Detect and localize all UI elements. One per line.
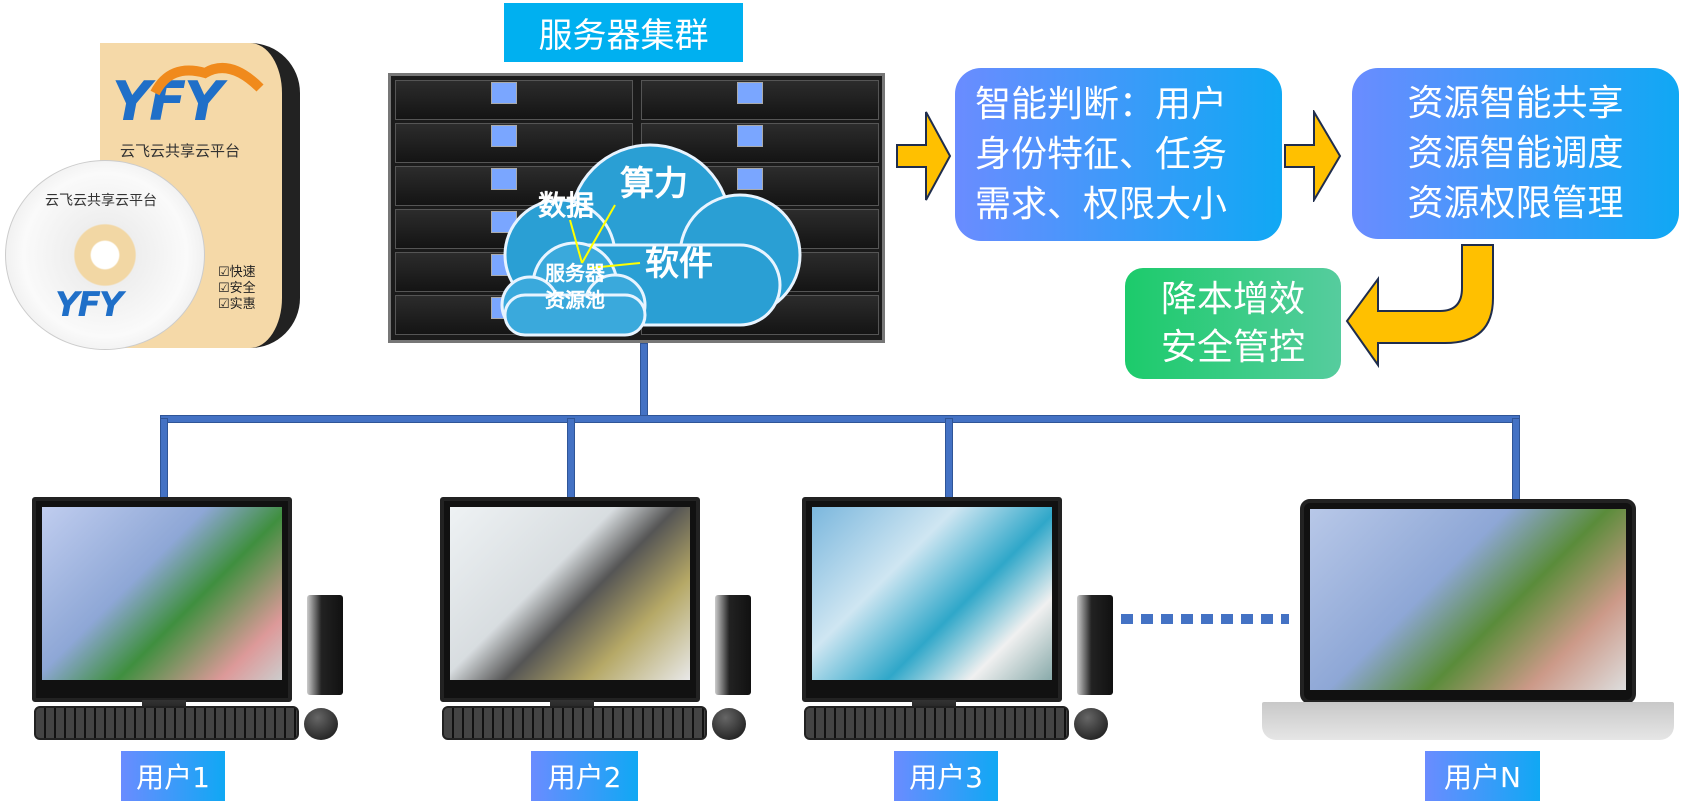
cloud-center-line1: 服务器 <box>545 261 606 285</box>
mini-pc-tower <box>715 595 751 695</box>
cloud-node-data: 数据 <box>538 189 594 222</box>
more-users-ellipsis <box>1121 614 1289 624</box>
network-drop <box>945 418 953 500</box>
network-bus <box>160 415 1520 423</box>
server-display-icon <box>737 168 763 190</box>
judgment-line: 智能判断：用户 <box>975 83 1228 125</box>
keyboard <box>804 706 1069 740</box>
user-label-3: 用户3 <box>894 751 998 801</box>
cd-disc <box>5 160 205 350</box>
mouse <box>304 708 338 740</box>
server-display-icon <box>737 125 763 147</box>
cloud-node-software: 软件 <box>645 244 713 284</box>
resource-management-box: 资源智能共享 资源智能调度 资源权限管理 <box>1352 68 1679 239</box>
server-cluster-title: 服务器集群 <box>504 3 743 62</box>
benefit-box: 降本增效 安全管控 <box>1125 268 1341 379</box>
laptop-keyboard <box>1262 702 1674 740</box>
monitor <box>32 497 292 702</box>
monitor <box>440 497 700 702</box>
disc-product-name: 云飞云共享云平台 <box>45 193 157 209</box>
cad-screen <box>1310 509 1626 690</box>
resource-line: 资源智能共享 <box>1407 82 1624 124</box>
feature-safe: ☑安全 <box>218 281 256 296</box>
network-drop <box>567 418 575 500</box>
monitor-screen <box>450 507 690 680</box>
mouse <box>712 708 746 740</box>
benefit-line: 降本增效 <box>1160 278 1305 320</box>
connection-arrows <box>569 204 641 269</box>
right-arrow-icon <box>896 111 952 201</box>
mini-pc-tower <box>1077 595 1113 695</box>
cloud-diagram: 服务器 资源池 数据 算力 软件 <box>500 143 802 337</box>
box-product-name: 云飞云共享云平台 <box>120 142 241 160</box>
network-drop <box>1512 418 1520 500</box>
right-arrow-icon <box>1284 110 1342 202</box>
feature-list: ☑快速 ☑安全 ☑实惠 <box>218 265 256 313</box>
cloud-center-line2: 资源池 <box>545 288 605 312</box>
small-cloud-shape <box>500 241 647 337</box>
resource-line: 资源智能调度 <box>1407 132 1624 174</box>
server-display-icon <box>737 82 763 104</box>
cloud-node-compute: 算力 <box>620 164 688 204</box>
curved-arrow-icon <box>1345 244 1494 368</box>
benefit-line: 安全管控 <box>1160 326 1305 368</box>
resource-line: 资源权限管理 <box>1407 182 1624 224</box>
monitor-screen <box>812 507 1052 680</box>
feature-fast: ☑快速 <box>218 265 256 280</box>
laptop-display <box>1300 499 1636 704</box>
server-display-icon <box>491 125 517 147</box>
feature-affordable: ☑实惠 <box>218 297 256 312</box>
monitor-screen <box>42 507 282 680</box>
smart-judgment-box: 智能判断：用户 身份特征、任务 需求、权限大小 <box>955 68 1282 241</box>
cloud-logo-icon <box>150 63 264 96</box>
judgment-line: 身份特征、任务 <box>975 133 1228 175</box>
user-label-n: 用户N <box>1425 751 1540 801</box>
user-label-2: 用户2 <box>531 751 638 801</box>
mini-pc-tower <box>307 595 343 695</box>
network-drop <box>160 418 168 500</box>
server-display-icon <box>491 168 517 190</box>
server-display-icon <box>491 82 517 104</box>
user-label-1: 用户1 <box>121 751 225 801</box>
network-trunk <box>640 343 648 421</box>
monitor <box>802 497 1062 702</box>
disc-brand-logo: YFY <box>55 285 123 325</box>
keyboard <box>442 706 707 740</box>
judgment-line: 需求、权限大小 <box>975 183 1228 225</box>
keyboard <box>34 706 299 740</box>
mouse <box>1074 708 1108 740</box>
